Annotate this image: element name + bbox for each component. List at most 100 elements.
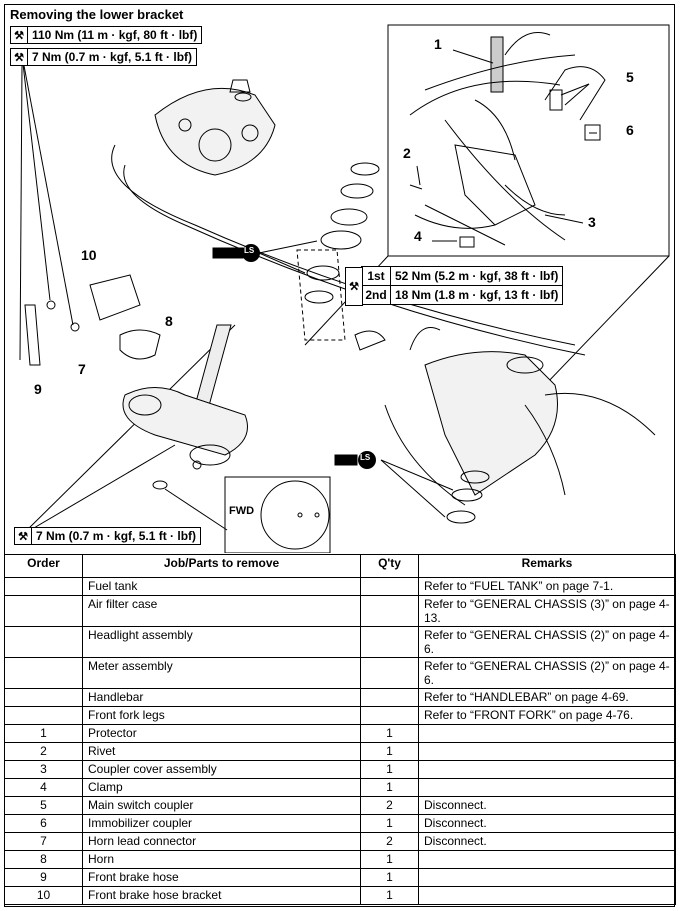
torque-step-row: 1st 52 Nm (5.2 m · kgf, 38 ft · lbf) [362,267,562,285]
grease-icon-upper [212,240,318,274]
row-qty: 1 [360,778,419,797]
row-order [4,688,83,707]
row-qty: 1 [360,850,419,869]
row-remarks: Refer to “FRONT FORK” on page 4-76. [418,706,676,725]
ls-label-lower: LS [360,453,371,462]
row-part: Main switch coupler [82,796,361,815]
wrench-icon: ⚒ [11,49,28,65]
row-part: Headlight assembly [82,626,361,658]
row-order [4,657,83,689]
row-qty [360,595,419,627]
exploded-diagram [19,24,670,553]
fwd-frame [224,476,331,553]
row-remarks [418,760,676,779]
row-order: 2 [4,742,83,761]
row-part: Protector [82,724,361,743]
row-order: 5 [4,796,83,815]
row-remarks [418,778,676,797]
row-remarks: Refer to “GENERAL CHASSIS (2)” on page 4… [418,657,676,689]
torque-spec-staged: ⚒ 1st 52 Nm (5.2 m · kgf, 38 ft · lbf) 2… [345,266,564,306]
callout-9: 9 [34,381,42,397]
callout-3: 3 [588,214,596,230]
row-remarks: Disconnect. [418,832,676,851]
row-remarks: Refer to “GENERAL CHASSIS (3)” on page 4… [418,595,676,627]
page-frame [4,4,675,907]
torque-value: 52 Nm (5.2 m · kgf, 38 ft · lbf) [395,269,559,283]
row-order: 8 [4,850,83,869]
table-row: Meter assembly Refer to “GENERAL CHASSIS … [4,657,676,689]
row-remarks: Refer to “FUEL TANK” on page 7-1. [418,577,676,596]
row-order [4,577,83,596]
row-part: Immobilizer coupler [82,814,361,833]
wrench-icon: ⚒ [11,27,28,43]
row-qty: 1 [360,724,419,743]
wrench-icon: ⚒ [15,528,32,544]
table-row: Fuel tank Refer to “FUEL TANK” on page 7-… [4,577,676,596]
row-part: Horn lead connector [82,832,361,851]
torque-stage: 1st [362,267,391,285]
table-row: Front fork legs Refer to “FRONT FORK” on … [4,706,676,725]
row-order: 9 [4,868,83,887]
row-part: Clamp [82,778,361,797]
row-remarks [418,742,676,761]
torque-spec-7-top: ⚒ 7 Nm (0.7 m · kgf, 5.1 ft · lbf) [10,48,198,66]
row-order: 1 [4,724,83,743]
row-remarks: Disconnect. [418,814,676,833]
col-header-order: Order [4,554,83,578]
parts-table: Order Job/Parts to remove Q'ty Remarks F… [4,554,676,905]
row-qty [360,577,419,596]
row-qty: 1 [360,814,419,833]
row-part: Front brake hose [82,868,361,887]
row-order: 4 [4,778,83,797]
wrench-icon: ⚒ [345,267,363,306]
row-qty: 1 [360,760,419,779]
callout-4: 4 [414,228,422,244]
torque-step-row: 2nd 18 Nm (1.8 m · kgf, 13 ft · lbf) [362,285,563,304]
row-qty: 1 [360,886,419,905]
table-header-row: Order Job/Parts to remove Q'ty Remarks [4,554,676,578]
torque-spec-110: ⚒ 110 Nm (11 m · kgf, 80 ft · lbf) [10,26,203,44]
fwd-label: FWD [229,505,255,517]
row-part: Front fork legs [82,706,361,725]
row-part: Rivet [82,742,361,761]
row-remarks [418,850,676,869]
ls-badges [242,244,376,469]
row-qty: 1 [360,742,419,761]
row-part: Coupler cover assembly [82,760,361,779]
row-remarks [418,886,676,905]
callout-10: 10 [81,247,97,263]
callout-1: 1 [434,36,442,52]
row-qty [360,657,419,689]
inset-frame [387,24,670,257]
row-qty [360,626,419,658]
row-remarks: Refer to “GENERAL CHASSIS (2)” on page 4… [418,626,676,658]
row-order: 10 [4,886,83,905]
row-remarks: Disconnect. [418,796,676,815]
row-order [4,626,83,658]
row-part: Meter assembly [82,657,361,689]
row-order: 3 [4,760,83,779]
row-order: 6 [4,814,83,833]
callout-2: 2 [403,145,411,161]
row-part: Handlebar [82,688,361,707]
row-qty: 2 [360,796,419,815]
torque-value: 7 Nm (0.7 m · kgf, 5.1 ft · lbf) [32,50,193,64]
grease-icon-lower [334,454,358,466]
row-order: 7 [4,832,83,851]
torque-value: 7 Nm (0.7 m · kgf, 5.1 ft · lbf) [36,529,197,543]
row-order [4,595,83,627]
row-part: Fuel tank [82,577,361,596]
col-header-qty: Q'ty [360,554,419,578]
row-remarks [418,868,676,887]
torque-spec-7-bottom: ⚒ 7 Nm (0.7 m · kgf, 5.1 ft · lbf) [14,527,202,545]
